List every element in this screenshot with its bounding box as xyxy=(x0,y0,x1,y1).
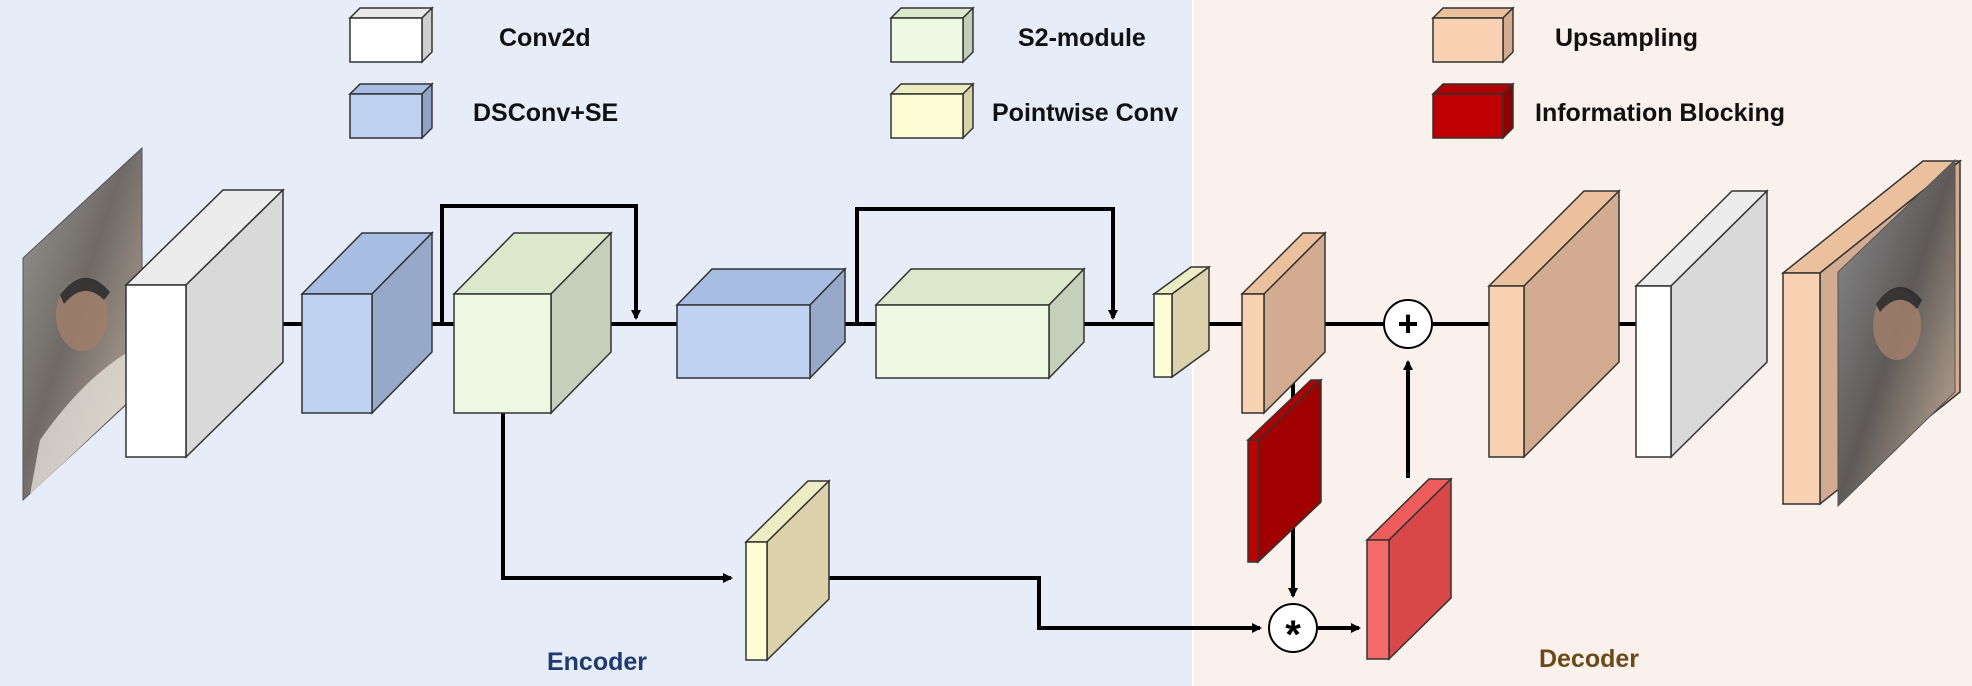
legend: Conv2d DSConv+SE S2-module Pointwise Con… xyxy=(348,6,1785,140)
legend-pointwise-conv-label: Pointwise Conv xyxy=(992,99,1178,127)
conv2d-block-1 xyxy=(124,188,285,459)
s2-module-block-2 xyxy=(874,267,1086,380)
upsampling-block-1 xyxy=(1240,231,1327,415)
decoder-label: Decoder xyxy=(1539,645,1639,673)
legend-information-blocking: Information Blocking xyxy=(1431,82,1785,140)
upsampling-block-2 xyxy=(1487,189,1621,459)
add-operator: + xyxy=(1383,299,1433,349)
pointwise-conv-block-2 xyxy=(744,479,831,662)
legend-dsconv-se-label: DSConv+SE xyxy=(473,99,618,127)
encoder-label: Encoder xyxy=(547,648,647,676)
legend-dsconv-se-swatch xyxy=(349,93,423,139)
skip-connection-1 xyxy=(440,204,641,324)
multiply-operator: * xyxy=(1268,603,1318,657)
dsconv-se-block-2 xyxy=(675,267,847,380)
input-image xyxy=(22,146,143,502)
pointwise-conv-block-1 xyxy=(1151,265,1212,379)
legend-information-blocking-label: Information Blocking xyxy=(1535,99,1785,127)
legend-conv2d-label: Conv2d xyxy=(499,24,591,52)
legend-s2-module-label: S2-module xyxy=(1018,24,1146,52)
legend-pointwise-conv: Pointwise Conv xyxy=(889,82,1178,140)
dsconv-se-block-1 xyxy=(300,231,434,415)
legend-conv2d-swatch xyxy=(349,17,423,63)
legend-information-blocking-swatch xyxy=(1432,93,1504,139)
connector-pointwise2-to-multiply xyxy=(810,576,1262,633)
legend-s2-module-swatch xyxy=(890,17,964,63)
information-blocking-block-2 xyxy=(1365,477,1453,661)
legend-conv2d: Conv2d xyxy=(348,6,591,64)
legend-pointwise-conv-swatch xyxy=(890,93,964,139)
multiply-symbol: * xyxy=(1285,613,1301,657)
conv2d-block-2 xyxy=(1634,189,1769,459)
legend-dsconv-se: DSConv+SE xyxy=(348,82,618,140)
information-blocking-block-1 xyxy=(1246,378,1323,564)
legend-upsampling-label: Upsampling xyxy=(1555,24,1698,52)
legend-s2-module: S2-module xyxy=(889,6,1146,64)
output-image xyxy=(1837,158,1956,508)
legend-upsampling: Upsampling xyxy=(1431,6,1698,64)
add-symbol: + xyxy=(1397,303,1418,344)
connector-s2block1-to-pointwise2 xyxy=(501,412,733,583)
legend-upsampling-swatch xyxy=(1432,17,1504,63)
skip-connection-2 xyxy=(855,207,1118,324)
s2-module-block-1 xyxy=(452,231,613,415)
